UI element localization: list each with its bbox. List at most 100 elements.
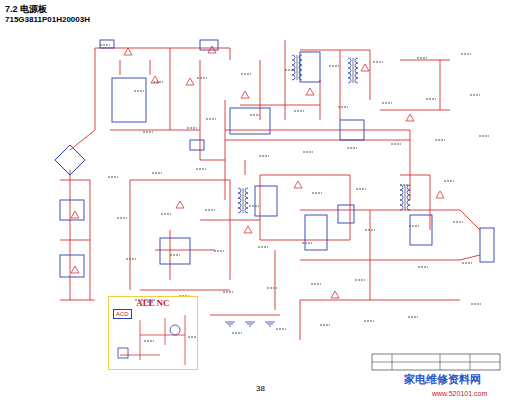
transformer-symbol — [400, 185, 410, 210]
warning-triangle — [331, 291, 339, 298]
wire — [110, 130, 200, 131]
transformer-symbol — [292, 55, 302, 80]
nc-region: ALL NC ACD — [108, 296, 198, 370]
ground-symbol — [245, 322, 255, 326]
wire — [260, 60, 261, 120]
wire — [150, 60, 151, 75]
wire — [350, 175, 351, 240]
wire — [240, 105, 320, 106]
safety-marks — [71, 46, 444, 298]
wire — [155, 250, 215, 251]
bridge-rectifier — [55, 145, 85, 175]
acd-circuit — [118, 315, 185, 365]
wire — [300, 300, 460, 301]
wire — [60, 240, 90, 241]
wire — [400, 60, 450, 61]
wire — [210, 315, 280, 316]
wire — [300, 210, 460, 211]
wire — [95, 48, 230, 49]
wire — [260, 175, 350, 176]
wire — [225, 140, 410, 141]
ground-symbol — [225, 322, 235, 326]
wire — [260, 175, 261, 240]
wire — [370, 210, 371, 300]
page-title: 7.2 电源板 — [5, 3, 47, 16]
component-symbol — [230, 108, 270, 134]
wire — [130, 180, 131, 290]
warning-triangle — [208, 46, 216, 53]
warning-triangle — [361, 64, 369, 71]
wire — [440, 60, 441, 110]
component-symbol — [60, 200, 84, 220]
wire — [95, 48, 96, 130]
warning-triangle — [71, 266, 79, 273]
acd-box: ACD — [113, 309, 132, 319]
component-symbol — [60, 255, 84, 277]
wire — [340, 50, 341, 120]
page-number: 38 — [256, 384, 265, 393]
components — [60, 40, 494, 277]
component-symbol — [200, 40, 218, 50]
component-symbol — [305, 215, 327, 250]
title-block — [372, 354, 500, 370]
wire — [225, 100, 226, 200]
wire — [130, 180, 230, 181]
component-symbol — [112, 78, 146, 122]
wire — [60, 180, 90, 181]
wire — [320, 80, 321, 120]
wire — [460, 255, 480, 260]
wire — [275, 250, 276, 310]
wire — [285, 40, 286, 120]
wire — [300, 260, 460, 261]
wires — [60, 40, 480, 340]
warning-triangle — [244, 226, 252, 233]
transformer-symbol — [238, 188, 248, 213]
wire — [430, 175, 431, 230]
ground-symbol — [265, 322, 275, 326]
wire — [120, 60, 121, 75]
wire — [300, 50, 370, 51]
warning-triangle — [124, 48, 132, 55]
warning-triangle — [176, 201, 184, 208]
warning-triangle — [71, 211, 79, 218]
component-symbol — [410, 215, 432, 245]
warning-triangle — [241, 91, 249, 98]
wire — [70, 130, 95, 150]
wire — [245, 160, 246, 175]
warning-triangle — [186, 78, 194, 85]
wire — [380, 110, 450, 111]
wire — [170, 48, 171, 130]
component-symbol — [338, 205, 354, 223]
warning-triangle — [306, 88, 314, 95]
wire — [225, 130, 410, 131]
component-symbol — [190, 140, 204, 150]
wire — [370, 50, 371, 100]
watermark: 家电维修资料网 — [404, 372, 481, 387]
component-symbol — [100, 40, 114, 48]
node-text: ALL NC — [111, 298, 195, 308]
drawing-number: 715G3811P01H20003H — [5, 15, 90, 24]
component-symbol — [340, 120, 364, 140]
wire — [460, 210, 480, 230]
wire — [200, 220, 260, 221]
wire — [230, 180, 231, 280]
warning-triangle — [406, 114, 414, 121]
component-symbol — [480, 228, 494, 262]
wire — [70, 170, 71, 300]
component-symbol — [300, 52, 320, 82]
wire — [230, 48, 231, 60]
wire — [400, 175, 430, 176]
node-text: ACD — [116, 311, 129, 317]
transformer-symbol — [348, 58, 358, 83]
wire — [60, 300, 95, 301]
wire — [140, 290, 230, 291]
wire — [90, 180, 91, 300]
warning-triangle — [294, 181, 302, 188]
component-symbol — [160, 238, 190, 264]
watermark-url: www.520101.com — [432, 390, 487, 397]
wire — [200, 60, 201, 160]
warning-triangle — [436, 191, 444, 198]
wire — [300, 300, 301, 340]
